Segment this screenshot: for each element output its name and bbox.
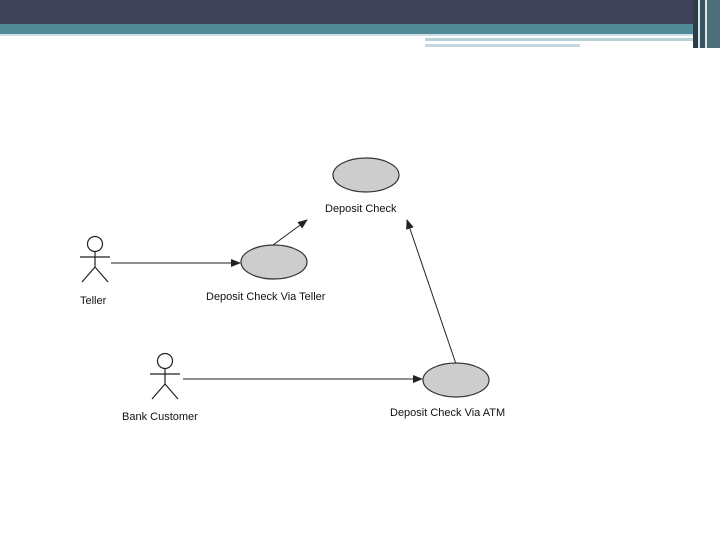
use-case-label-deposit-check-via-teller: Deposit Check Via Teller [206,291,326,303]
use-case-label-deposit-check-via-atm: Deposit Check Via ATM [390,407,505,419]
generalization-via-teller-to-deposit-check [272,219,308,246]
generalization-via-atm-to-deposit-check [406,219,457,365]
accent-line [425,38,695,41]
accent-band [0,24,720,34]
actor-bank-customer [150,352,180,400]
accent-line [425,44,580,47]
use-case-deposit-check [332,157,400,193]
accent-line [0,34,720,36]
use-case-deposit-check-via-teller [240,244,308,280]
use-case-label-deposit-check: Deposit Check [325,203,397,215]
actor-teller [80,235,110,283]
actor-label-bank-customer: Bank Customer [122,411,198,423]
header-corner-stripes [693,0,720,48]
header-bar [0,0,720,24]
use-case-deposit-check-via-atm [422,362,490,398]
actor-label-teller: Teller [80,295,107,307]
